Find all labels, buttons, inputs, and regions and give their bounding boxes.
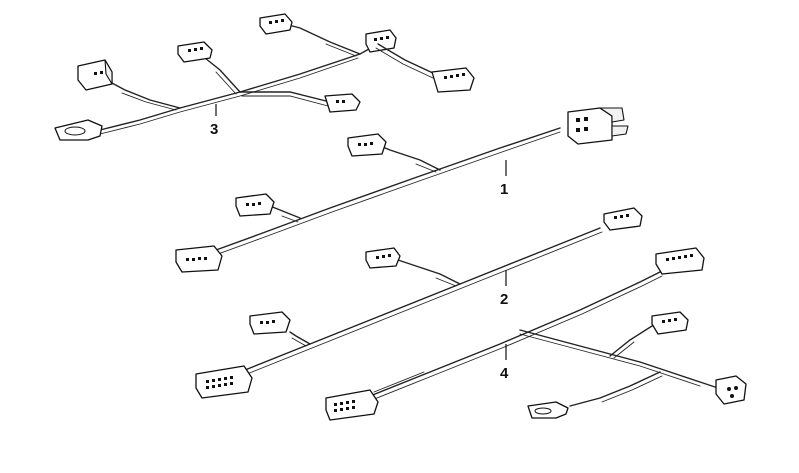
harness-4: 4	[325, 247, 747, 421]
connector-4c	[715, 375, 747, 405]
harness-1: 1	[175, 107, 629, 273]
connector-3f	[431, 67, 475, 93]
harness-3: 3	[54, 13, 475, 141]
connector-3c	[324, 93, 361, 113]
connector-1b	[235, 193, 275, 217]
connector-1c	[347, 133, 387, 157]
callout-4: 4	[500, 365, 509, 382]
callout-1: 1	[500, 181, 508, 198]
connector-4d	[651, 311, 689, 335]
connector-1d	[567, 107, 629, 145]
callout-2: 2	[500, 291, 508, 308]
connector-3a	[77, 59, 113, 91]
connector-4a	[325, 389, 379, 421]
connector-3d	[259, 13, 293, 35]
connector-2c	[365, 247, 401, 269]
connector-4b	[655, 247, 705, 275]
connector-3b	[177, 41, 213, 63]
connector-3e	[365, 29, 397, 53]
connector-1a	[175, 245, 223, 273]
connector-2a	[195, 365, 253, 399]
harness-2: 2	[195, 207, 643, 399]
ring-terminal-4	[527, 401, 569, 419]
connector-2d	[603, 207, 643, 231]
connector-2b	[249, 311, 291, 335]
callout-3: 3	[210, 121, 218, 138]
